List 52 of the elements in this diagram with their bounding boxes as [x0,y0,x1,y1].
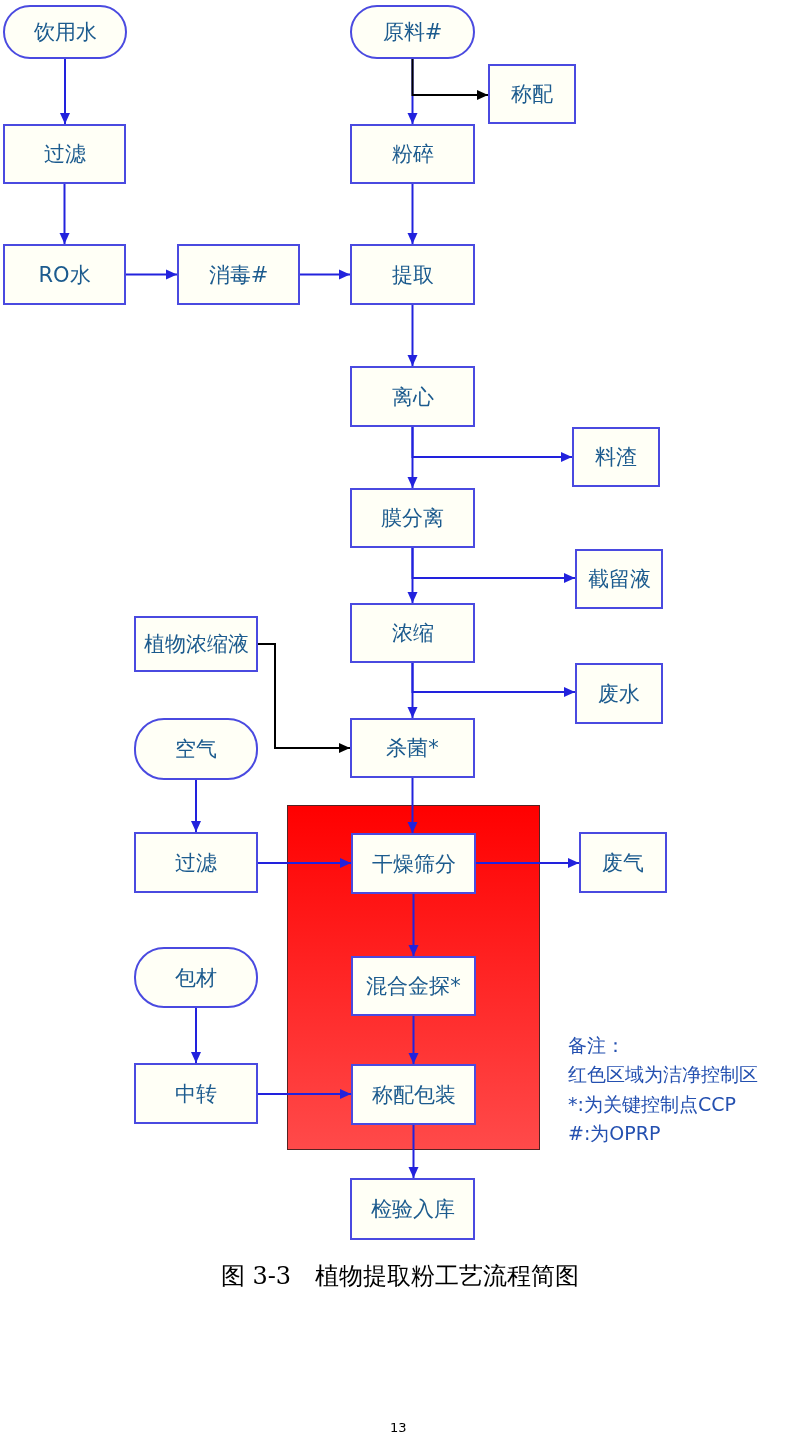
terminal-box: 饮用水 [3,5,127,59]
note-text: 红色区域为洁净控制区 [568,1062,758,1087]
arrow [191,779,201,833]
process-box: 粉碎 [350,124,475,184]
clean-zone-area [287,805,540,1150]
note-heading: 备注： [568,1033,625,1058]
terminal-box: 包材 [134,947,258,1008]
arrow [408,1015,419,1065]
process-box: 提取 [350,244,475,305]
arrow [407,183,418,245]
process-box: 干燥筛分 [351,833,476,894]
process-box: 废水 [575,663,663,724]
arrow [411,426,573,462]
process-box: 截留液 [575,549,663,609]
note-text: *:为关键控制点CCP [568,1092,736,1117]
arrow [191,1007,201,1064]
terminal-box: 空气 [134,718,258,780]
arrow [257,643,351,753]
arrow [408,1124,419,1179]
page-number: 13 [390,1420,407,1435]
process-box: 检验入库 [350,1178,475,1240]
process-box: 过滤 [3,124,126,184]
arrow [299,269,351,280]
arrow [408,893,419,957]
arrow [411,547,576,583]
arrow [411,662,576,697]
note-text: #:为OPRP [568,1121,661,1146]
figure-caption: 图 3-3 植物提取粉工艺流程简图 [219,1261,581,1292]
arrow [59,183,70,245]
process-box: 过滤 [134,832,258,893]
process-box: 植物浓缩液 [134,616,258,672]
process-box: 膜分离 [350,488,475,548]
arrow [60,58,70,125]
arrow [407,777,418,834]
arrow [125,269,178,280]
arrow [407,304,418,367]
process-box: 料渣 [572,427,660,487]
process-box: RO水 [3,244,126,305]
arrow [475,858,580,868]
process-box: 称配 [488,64,576,124]
process-box: 中转 [134,1063,258,1124]
process-box: 称配包装 [351,1064,476,1125]
process-box: 废气 [579,832,667,893]
process-box: 杀菌* [350,718,475,778]
arrow [257,1089,352,1099]
terminal-box: 原料# [350,5,475,59]
process-box: 离心 [350,366,475,427]
arrow [257,858,352,868]
arrow [411,58,489,100]
process-box: 消毒# [177,244,300,305]
process-box: 混合金探* [351,956,476,1016]
process-box: 浓缩 [350,603,475,663]
